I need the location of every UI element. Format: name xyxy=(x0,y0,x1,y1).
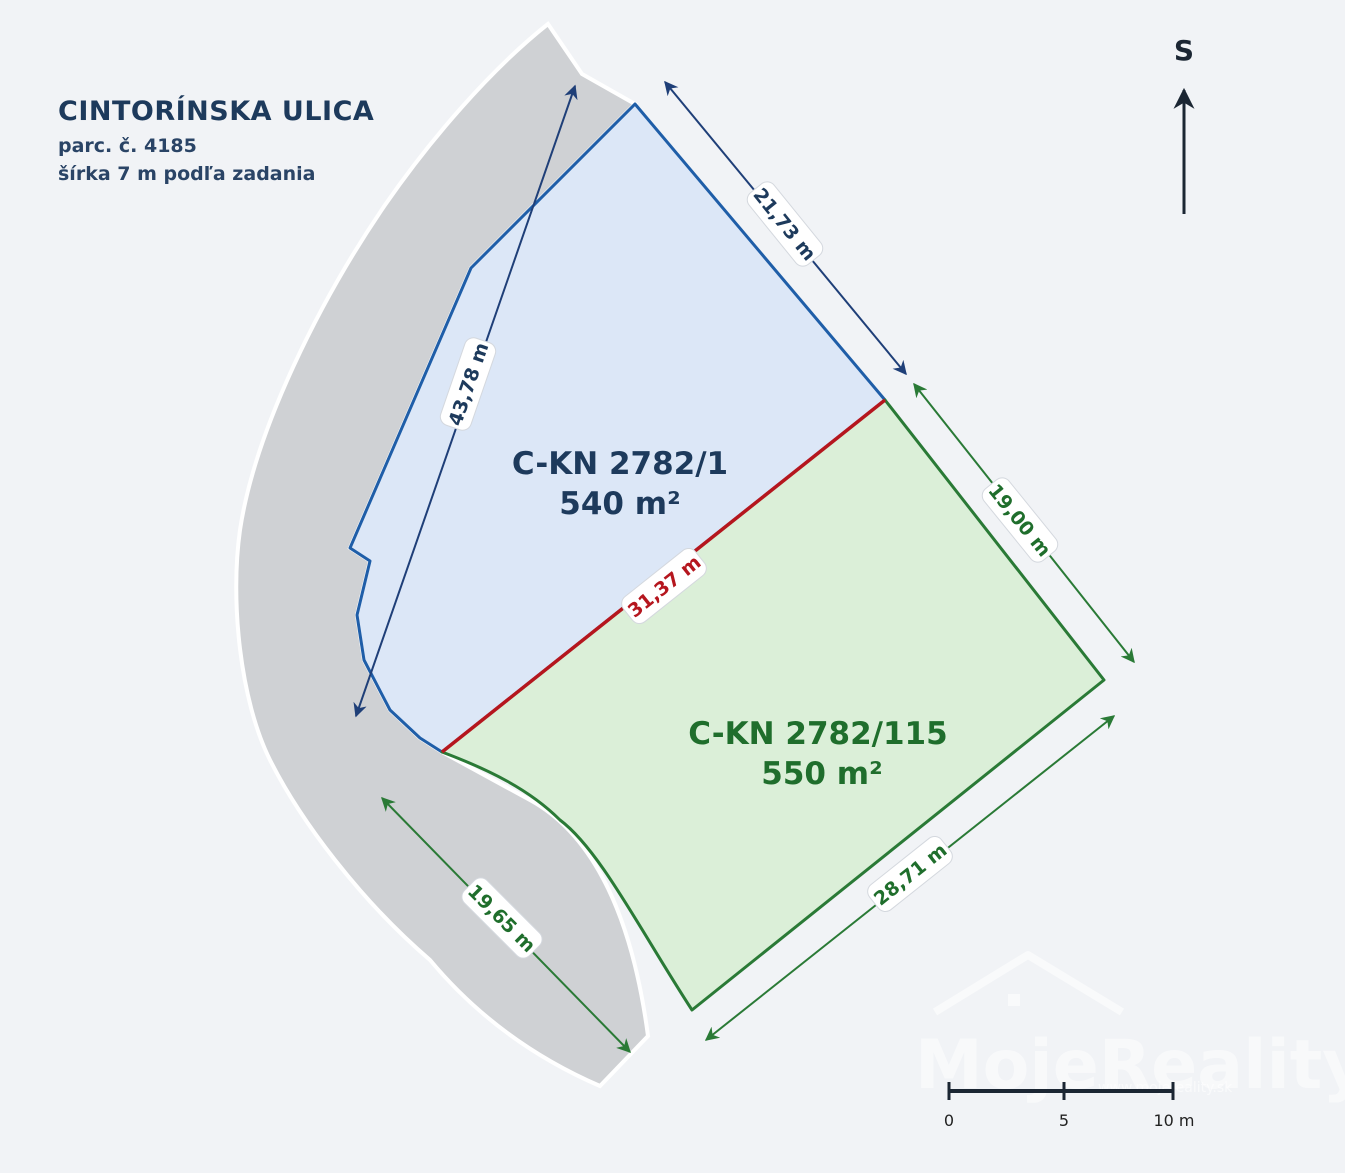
scale-tick-0: 0 xyxy=(944,1111,954,1130)
parcel-2-id: C-KN 2782/115 xyxy=(688,716,947,752)
scale-tick-5: 5 xyxy=(1059,1111,1069,1130)
width-note: šírka 7 m podľa zadania xyxy=(58,163,316,185)
street-name: CINTORÍNSKA ULICA xyxy=(58,96,375,127)
title-block: CINTORÍNSKA ULICA parc. č. 4185 šírka 7 … xyxy=(58,96,374,185)
north-indicator: S xyxy=(1166,34,1202,67)
watermark-logo: MojeReality www.mojereality.sk xyxy=(915,951,1345,1105)
north-label: S xyxy=(1173,34,1195,67)
scale-bar: 0 5 10 m xyxy=(944,1082,1195,1130)
parcel-number: parc. č. 4185 xyxy=(58,135,197,157)
scale-tick-10: 10 m xyxy=(1153,1111,1194,1130)
svg-text:www.mojereality.sk: www.mojereality.sk xyxy=(1098,1080,1233,1096)
parcel-2-area: 550 m² xyxy=(761,756,882,792)
parcel-1-id: C-KN 2782/1 xyxy=(512,446,728,482)
parcel-1-area: 540 m² xyxy=(559,486,680,522)
house-icon xyxy=(932,951,1125,1016)
